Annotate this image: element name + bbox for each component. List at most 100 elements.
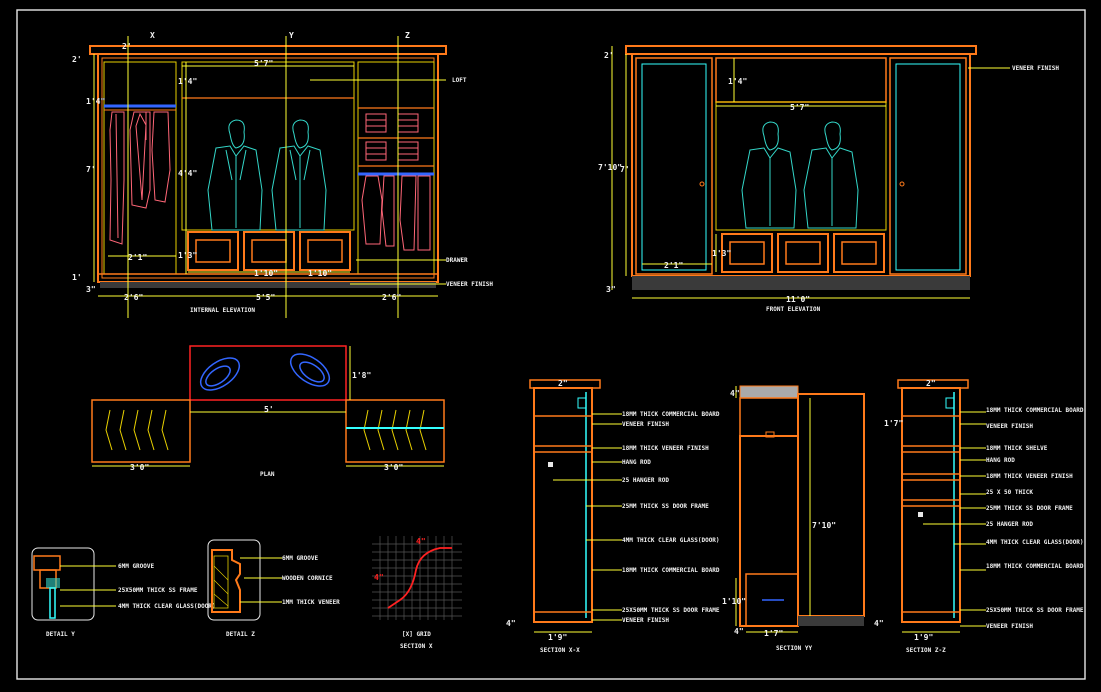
axis-z-top: Z [405, 31, 410, 40]
left-elevation-dimensions [93, 36, 446, 318]
section-xx-label-10: VENEER FINISH [622, 617, 669, 624]
front-open-section [715, 101, 887, 231]
section-x-grid-note: [X] GRID [402, 631, 431, 638]
dim-mid-height: 4'4" [178, 169, 197, 178]
section-zz-dim-bottom: 4" [874, 619, 884, 628]
section-zz-label-11: 25X50MM THICK SS DOOR FRAME [986, 607, 1084, 614]
section-zz-label-1: 18MM THICK COMMERCIAL BOARD [986, 407, 1084, 414]
section-zz-label-7: 25MM THICK SS DOOR FRAME [986, 505, 1073, 512]
dim-bottom-right: 2'6" [382, 293, 401, 302]
section-xx-label-9: 25X50MM THICK SS DOOR FRAME [622, 607, 720, 614]
dim-loft-height: 1'4" [178, 77, 197, 86]
title-section-zz: SECTION Z-Z [906, 647, 946, 654]
label-drawer: DRAWER [446, 257, 468, 264]
center-compartment [181, 61, 355, 231]
plan-dim-left: 3'0" [130, 463, 149, 472]
front-dim-span: 5'7" [790, 103, 809, 112]
hanging-clothes-left [109, 111, 171, 245]
drawers-left-elevation [187, 231, 351, 271]
detail-y-label-1: 6MM GROOVE [118, 563, 155, 570]
detail-y-label-3: 4MM THICK CLEAR GLASS(DOOR) [118, 603, 216, 610]
front-dim-drawer: 1'3" [712, 249, 731, 258]
right-door-knob [899, 181, 905, 187]
section-xx-dim-width: 1'9" [548, 633, 567, 642]
section-xx-label-7: 4MM THICK CLEAR GLASS(DOOR) [622, 537, 720, 544]
section-zz-label-10: 18MM THICK COMMERCIAL BOARD [986, 563, 1084, 570]
label-veneer-left: VENEER FINISH [446, 281, 493, 288]
section-yy-dim-width: 1'7" [764, 629, 783, 638]
dim-span-top: 5'7" [254, 59, 273, 68]
section-zz: 18MM THICK COMMERCIAL BOARD VENEER FINIS… [874, 379, 1084, 654]
section-zz-label-5: 18MM THICK VENEER FINISH [986, 473, 1073, 480]
left-door-glass [641, 63, 707, 271]
left-door-knob [699, 181, 705, 187]
dim-drawer-w2: 1'10" [308, 269, 332, 278]
cornice-profile [387, 547, 452, 609]
section-x-dim-a: 4" [416, 537, 426, 546]
title-detail-y: DETAIL Y [46, 631, 75, 638]
hanging-clothes-right [361, 175, 431, 251]
axis-x-top: X [150, 31, 155, 40]
front-dim-loft: 1'4" [728, 77, 747, 86]
plan-hangers-left [105, 409, 169, 451]
grid-lines [372, 536, 462, 620]
detail-y-label-2: 25X50MM THICK SS FRAME [118, 587, 198, 594]
title-internal-elevation: INTERNAL ELEVATION [190, 307, 255, 314]
sheet-border [16, 9, 1086, 680]
plan-hangers-right [363, 409, 427, 451]
section-x-grid: 4" 4" [X] GRID SECTION X [372, 536, 462, 650]
dim-base: 3" [86, 285, 96, 294]
detail-z-label-3: 1MM THICK VENEER [282, 599, 340, 606]
front-suits [741, 121, 859, 229]
front-label-veneer: VENEER FINISH [1012, 65, 1059, 72]
section-xx: 18MM THICK COMMERCIAL BOARD VENEER FINIS… [506, 379, 720, 654]
front-dim-total-height: 7'10" [598, 163, 622, 172]
section-zz-label-9: 4MM THICK CLEAR GLASS(DOOR) [986, 539, 1084, 546]
right-door-glass [895, 63, 961, 271]
right-door [889, 57, 967, 275]
section-xx-label-2: VENEER FINISH [622, 421, 669, 428]
dim-cornice: 2' [72, 55, 82, 64]
section-zz-dim-top: 2" [926, 379, 936, 388]
front-dim-top: 2' [604, 51, 614, 60]
section-x-dim-b: 4" [374, 573, 384, 582]
title-plan: PLAN [260, 471, 275, 478]
detail-y: 6MM GROOVE 25X50MM THICK SS FRAME 4MM TH… [31, 547, 216, 638]
left-door [635, 57, 713, 275]
section-yy-dim-height: 7'10" [812, 521, 836, 530]
section-xx-dim-bottom: 4" [506, 619, 516, 628]
section-zz-label-12: VENEER FINISH [986, 623, 1033, 630]
section-xx-label-6: 25MM THICK SS DOOR FRAME [622, 503, 709, 510]
plan-center-box [189, 345, 347, 401]
detail-z-label-1: 6MM GROOVE [282, 555, 319, 562]
plan-left-box [91, 399, 191, 463]
section-zz-label-8: 25 HANGER ROD [986, 521, 1033, 528]
section-zz-label-3: 18MM THICK SHELVE [986, 445, 1048, 452]
title-section-yy: SECTION YY [776, 645, 813, 652]
dim-hang-width: 2'1" [128, 253, 147, 262]
section-xx-label-3: 18MM THICK VENEER FINISH [622, 445, 709, 452]
plan-dim-right: 3'0" [384, 463, 403, 472]
section-xx-label-1: 18MM THICK COMMERCIAL BOARD [622, 411, 720, 418]
front-dimensions [611, 46, 1010, 299]
front-dim-height: 7' [620, 165, 630, 174]
section-zz-label-4: HANG ROD [986, 457, 1015, 464]
dim-left-top: 2' [122, 42, 132, 51]
title-section-x: SECTION X [400, 643, 433, 650]
section-zz-label-6: 25 X 50 THICK [986, 489, 1033, 496]
dim-bottom-mid: 5'5" [256, 293, 275, 302]
section-zz-label-2: VENEER FINISH [986, 423, 1033, 430]
title-detail-z: DETAIL Z [226, 631, 255, 638]
plan-right-box [345, 399, 445, 463]
dim-bottom-left: 2'6" [124, 293, 143, 302]
axis-y-top: Y [289, 31, 294, 40]
section-xx-label-8: 18MM THICK COMMERCIAL BOARD [622, 567, 720, 574]
dim-drawer-w1: 1'10" [254, 269, 278, 278]
section-yy-dim-base: 4" [734, 627, 744, 636]
front-dim-base: 3" [606, 285, 616, 294]
plan-dim-depth: 1'8" [352, 371, 371, 380]
dim-height-left: 7' [86, 165, 96, 174]
internal-elevation: 2' X Y Z 2' 5'7" 1'4" 4'4" 1'3" 1'4" 7' … [72, 31, 493, 318]
plan-view: 5' 1'8" 3'0" 3'0" PLAN [91, 345, 445, 478]
